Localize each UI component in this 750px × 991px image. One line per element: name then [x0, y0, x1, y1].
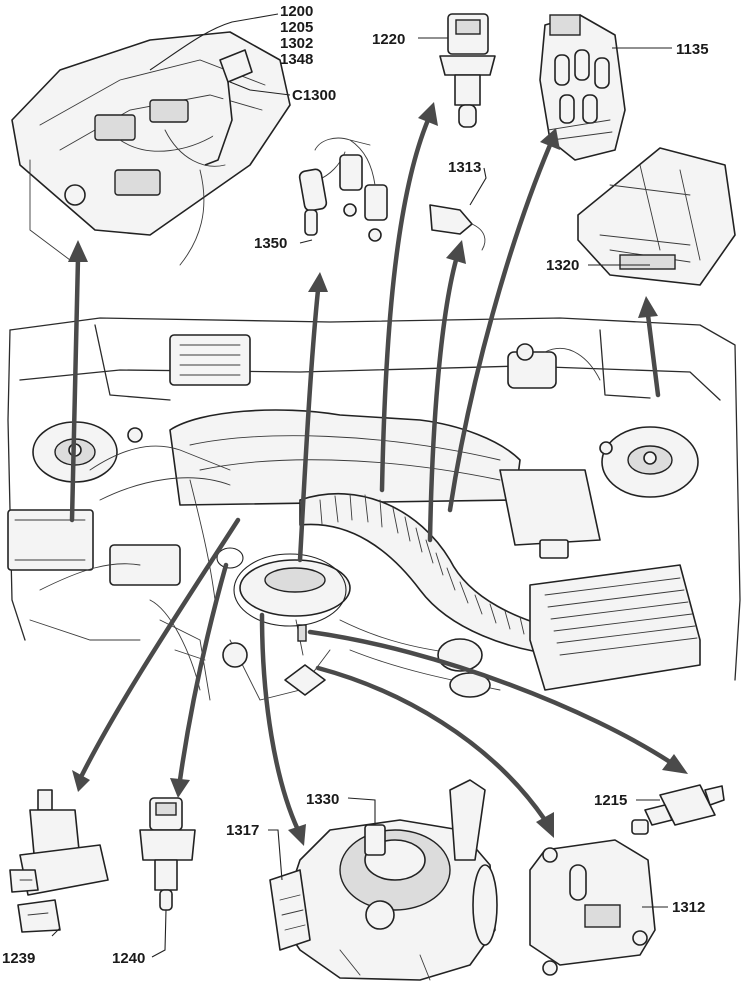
- label-1215: 1215: [594, 792, 627, 809]
- label-1313: 1313: [448, 159, 481, 176]
- label-1350: 1350: [254, 235, 287, 252]
- lambda-sensor-1350: [298, 137, 388, 242]
- label-C1300: C1300: [292, 87, 336, 104]
- sensor-1220: [439, 13, 496, 128]
- temp-sensor-1240: [139, 797, 196, 911]
- idle-valve-1239: [9, 789, 109, 933]
- label-1200: 1200: [280, 3, 313, 20]
- component-labels: 1200 1205 1302 1348 C1300 1220 1135 1313…: [2, 3, 709, 967]
- sensor-1313: [429, 204, 486, 251]
- label-leader-lines: [51, 13, 672, 958]
- throttle-body-1317: [269, 779, 498, 981]
- coolant-sensor-callout-ring: [216, 547, 244, 569]
- ecu-harness-box: [11, 31, 291, 266]
- label-1330: 1330: [306, 791, 339, 808]
- label-1302: 1302: [280, 35, 313, 52]
- sensor-1215: [631, 784, 725, 835]
- label-1205: 1205: [280, 19, 313, 36]
- ignition-coil-1135: [539, 14, 626, 161]
- label-1320: 1320: [546, 257, 579, 274]
- label-1348: 1348: [280, 51, 313, 68]
- label-1239: 1239: [2, 950, 35, 967]
- label-1312: 1312: [672, 899, 705, 916]
- label-1135: 1135: [676, 41, 709, 58]
- map-sensor-1312: [529, 839, 656, 976]
- label-1220: 1220: [372, 31, 405, 48]
- throttle-body-callout-ring: [233, 553, 347, 627]
- label-1240: 1240: [112, 950, 145, 967]
- label-1317: 1317: [226, 822, 259, 839]
- pointer-arrows: [68, 102, 688, 846]
- ecu-1320: [577, 147, 736, 286]
